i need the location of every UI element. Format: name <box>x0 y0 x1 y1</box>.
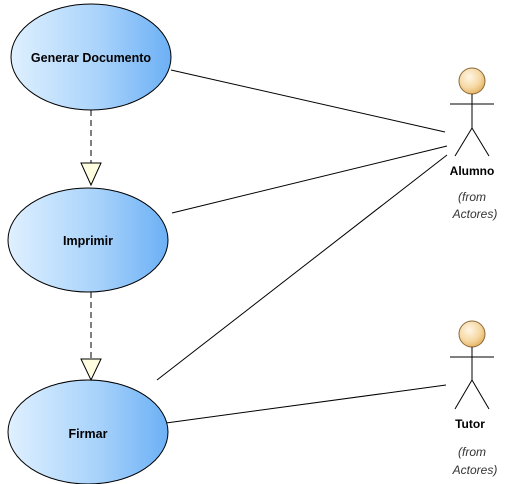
association-generar-alumno[interactable] <box>170 69 446 133</box>
use-case-label: Generar Documento <box>31 51 152 65</box>
dependency-generar-imprimir[interactable] <box>80 110 102 187</box>
use-case-generar-documento[interactable]: Generar Documento <box>10 3 172 111</box>
actor-from-label: Actores) <box>452 463 498 477</box>
actor-from-label: Actores) <box>452 207 498 221</box>
stick-figure-icon <box>450 320 494 410</box>
actor-name: Alumno <box>450 164 495 178</box>
use-case-imprimir[interactable]: Imprimir <box>7 187 169 293</box>
actor-from-label: (from <box>458 445 486 459</box>
arrowhead-icon <box>80 162 102 187</box>
association-firmar-alumno[interactable] <box>156 154 448 381</box>
use-case-firmar[interactable]: Firmar <box>7 379 169 484</box>
use-case-label: Firmar <box>69 427 108 441</box>
actor-alumno[interactable]: Alumno (from Actores) <box>450 67 498 221</box>
stick-figure-icon <box>450 67 494 157</box>
association-firmar-tutor[interactable] <box>165 384 447 424</box>
actor-name: Tutor <box>455 417 485 431</box>
dependency-imprimir-firmar[interactable] <box>80 292 102 382</box>
associations <box>156 69 448 424</box>
actor-from-label: (from <box>458 190 486 204</box>
actor-tutor[interactable]: Tutor (from Actores) <box>450 320 498 477</box>
use-case-label: Imprimir <box>63 234 113 248</box>
association-imprimir-alumno[interactable] <box>171 145 448 214</box>
arrowhead-icon <box>80 358 102 382</box>
